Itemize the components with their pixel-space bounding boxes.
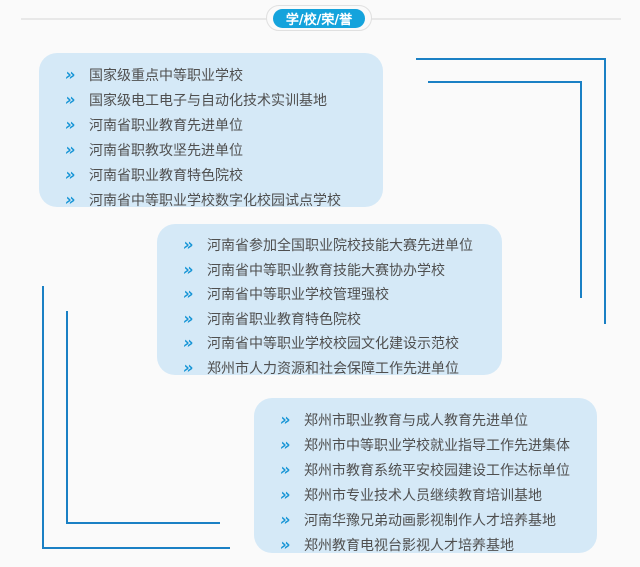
honor-item-label: 河南省职业教育先进单位 xyxy=(89,117,243,134)
double-chevron-icon: » xyxy=(65,139,76,159)
honor-item: » 国家级电工电子与自动化技术实训基地 xyxy=(65,87,367,112)
connector-left-outer xyxy=(42,286,230,549)
honor-item: » 郑州市专业技术人员继续教育培训基地 xyxy=(280,482,581,507)
honor-item: » 河南省中等职业教育技能大赛协办学校 xyxy=(183,258,486,283)
honor-item-label: 河南省中等职业学校数字化校园试点学校 xyxy=(89,192,341,209)
connector-right-outer xyxy=(416,58,606,324)
honor-item-label: 河南华豫兄弟动画影视制作人才培养基地 xyxy=(304,512,556,529)
honor-item-label: 河南省职业教育特色院校 xyxy=(207,311,361,328)
honor-group-2: » 河南省参加全国职业院校技能大赛先进单位 » 河南省中等职业教育技能大赛协办学… xyxy=(157,224,502,377)
double-chevron-icon: » xyxy=(183,284,194,304)
honor-item-label: 郑州教育电视台影视人才培养基地 xyxy=(304,537,514,554)
section-title-badge: 学/校/荣/誉 xyxy=(273,9,365,28)
honor-item: » 郑州市中等职业学校就业指导工作先进集体 xyxy=(280,432,581,457)
double-chevron-icon: » xyxy=(280,434,291,454)
honor-item: » 河南省职业教育先进单位 xyxy=(65,112,367,137)
double-chevron-icon: » xyxy=(183,259,194,279)
honor-item: » 国家级重点中等职业学校 xyxy=(65,62,367,87)
section-title: 学/校/荣/誉 xyxy=(285,13,353,28)
honor-item-label: 河南省职教攻坚先进单位 xyxy=(89,142,243,159)
honor-item-label: 国家级电工电子与自动化技术实训基地 xyxy=(89,92,327,109)
honor-item-label: 郑州市专业技术人员继续教育培训基地 xyxy=(304,487,542,504)
double-chevron-icon: » xyxy=(280,534,291,554)
honor-item-label: 郑州市人力资源和社会保障工作先进单位 xyxy=(207,360,459,377)
honor-item: » 河南华豫兄弟动画影视制作人才培养基地 xyxy=(280,507,581,532)
double-chevron-icon: » xyxy=(65,89,76,109)
honor-item: » 河南省职业教育特色院校 xyxy=(65,162,367,187)
double-chevron-icon: » xyxy=(280,484,291,504)
honor-item: » 郑州市教育系统平安校园建设工作达标单位 xyxy=(280,457,581,482)
honor-item: » 郑州市职业教育与成人教育先进单位 xyxy=(280,407,581,432)
honor-group-1: » 国家级重点中等职业学校 » 国家级电工电子与自动化技术实训基地 » 河南省职… xyxy=(39,53,383,209)
honor-item-label: 河南省中等职业学校校园文化建设示范校 xyxy=(207,336,459,353)
honor-item-label: 郑州市职业教育与成人教育先进单位 xyxy=(304,412,528,429)
double-chevron-icon: » xyxy=(65,64,76,84)
double-chevron-icon: » xyxy=(65,114,76,134)
honor-item: » 河南省中等职业学校管理强校 xyxy=(183,282,486,307)
double-chevron-icon: » xyxy=(65,164,76,184)
honor-item-label: 河南省中等职业学校管理强校 xyxy=(207,287,389,304)
honor-item-label: 郑州市中等职业学校就业指导工作先进集体 xyxy=(304,437,570,454)
honor-item-label: 国家级重点中等职业学校 xyxy=(89,67,243,84)
honor-item-label: 河南省中等职业教育技能大赛协办学校 xyxy=(207,262,445,279)
honor-item: » 郑州教育电视台影视人才培养基地 xyxy=(280,532,581,557)
honor-item: » 河南省中等职业学校数字化校园试点学校 xyxy=(65,187,367,212)
honor-item-label: 河南省参加全国职业院校技能大赛先进单位 xyxy=(207,238,473,255)
double-chevron-icon: » xyxy=(183,235,194,255)
double-chevron-icon: » xyxy=(280,409,291,429)
connector-left-inner xyxy=(66,311,220,524)
honor-item: » 河南省中等职业学校校园文化建设示范校 xyxy=(183,331,486,356)
honor-item-label: 郑州市教育系统平安校园建设工作达标单位 xyxy=(304,462,570,479)
honor-item-label: 河南省职业教育特色院校 xyxy=(89,167,243,184)
honor-item: » 河南省职业教育特色院校 xyxy=(183,307,486,332)
honor-item: » 郑州市人力资源和社会保障工作先进单位 xyxy=(183,356,486,381)
double-chevron-icon: » xyxy=(65,189,76,209)
double-chevron-icon: » xyxy=(280,509,291,529)
honor-item: » 河南省职教攻坚先进单位 xyxy=(65,137,367,162)
double-chevron-icon: » xyxy=(183,357,194,377)
honor-group-3: » 郑州市职业教育与成人教育先进单位 » 郑州市中等职业学校就业指导工作先进集体… xyxy=(254,398,597,554)
connector-right-inner xyxy=(428,81,582,298)
double-chevron-icon: » xyxy=(280,459,291,479)
double-chevron-icon: » xyxy=(183,308,194,328)
honor-item: » 河南省参加全国职业院校技能大赛先进单位 xyxy=(183,233,486,258)
double-chevron-icon: » xyxy=(183,333,194,353)
